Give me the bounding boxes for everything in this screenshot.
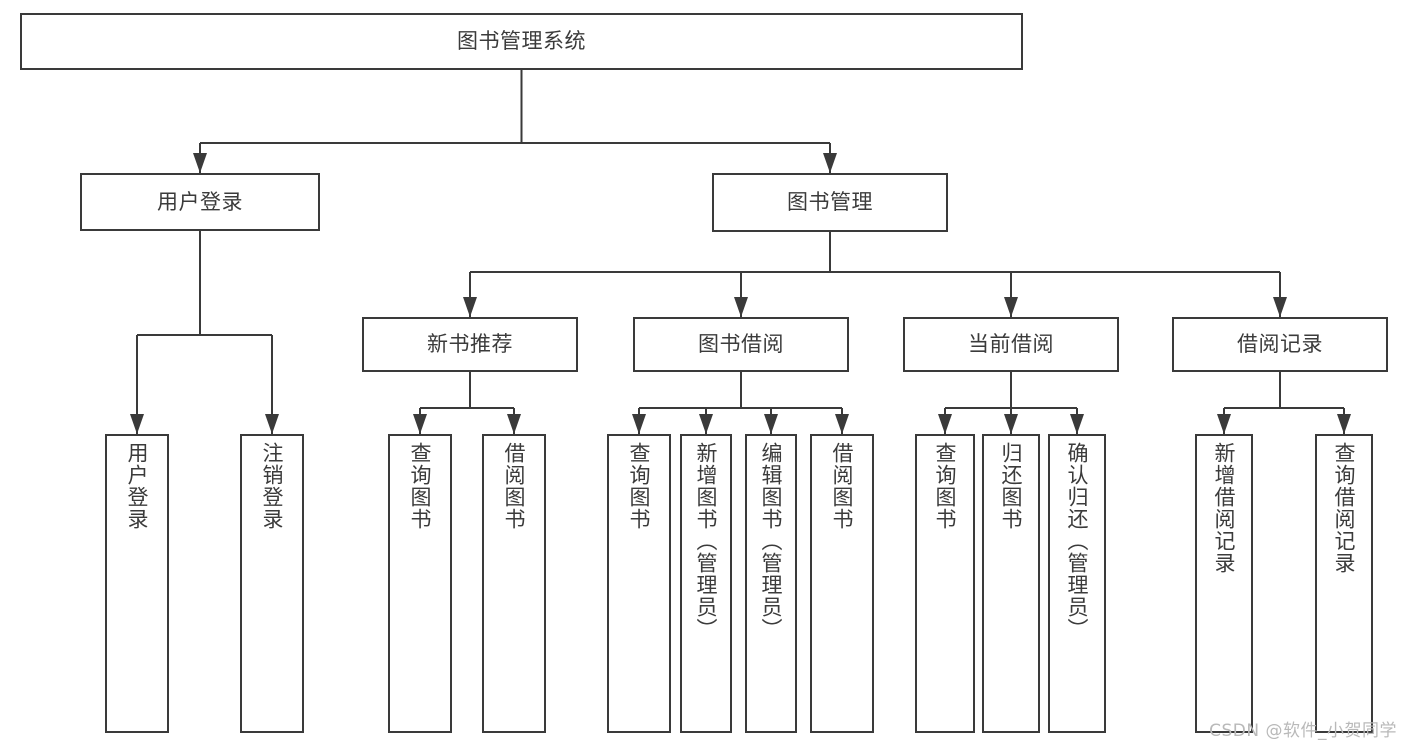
node-label: 借阅图书 (830, 442, 855, 530)
node-label: 新书推荐 (427, 332, 513, 357)
node-book-borrowing[interactable]: 图书借阅 (633, 317, 849, 372)
node-book-management[interactable]: 图书管理 (712, 173, 948, 232)
node-borrowing-record[interactable]: 借阅记录 (1172, 317, 1388, 372)
leaf-query-borrowing-record[interactable]: 查询借阅记录 (1315, 434, 1373, 733)
node-label: 注销登录 (260, 442, 285, 530)
node-label: 图书借阅 (698, 332, 784, 357)
leaf-query-book-current[interactable]: 查询图书 (915, 434, 975, 733)
node-label: 当前借阅 (968, 332, 1054, 357)
node-label: 新增借阅记录 (1212, 442, 1237, 574)
node-label: 编辑图书（管理员） (759, 442, 784, 640)
node-label: 借阅记录 (1237, 332, 1323, 357)
leaf-add-book-admin[interactable]: 新增图书（管理员） (680, 434, 732, 733)
node-current-borrowing[interactable]: 当前借阅 (903, 317, 1119, 372)
leaf-confirm-return-admin[interactable]: 确认归还（管理员） (1048, 434, 1106, 733)
leaf-edit-book-admin[interactable]: 编辑图书（管理员） (745, 434, 797, 733)
node-label: 图书管理 (787, 190, 873, 215)
leaf-logout[interactable]: 注销登录 (240, 434, 304, 733)
node-label: 查询图书 (627, 442, 652, 530)
node-label: 用户登录 (125, 442, 150, 530)
node-user-login[interactable]: 用户登录 (80, 173, 320, 231)
leaf-borrow-book-recommendation[interactable]: 借阅图书 (482, 434, 546, 733)
node-label: 用户登录 (157, 189, 243, 214)
node-label: 查询图书 (933, 442, 958, 530)
node-label: 借阅图书 (502, 442, 527, 530)
leaf-user-login[interactable]: 用户登录 (105, 434, 169, 733)
node-new-book-recommendation[interactable]: 新书推荐 (362, 317, 578, 372)
node-root-system[interactable]: 图书管理系统 (20, 13, 1023, 70)
leaf-add-borrowing-record[interactable]: 新增借阅记录 (1195, 434, 1253, 733)
node-label: 查询图书 (408, 442, 433, 530)
node-label: 图书管理系统 (457, 29, 586, 54)
leaf-return-book[interactable]: 归还图书 (982, 434, 1040, 733)
leaf-query-book-borrowing[interactable]: 查询图书 (607, 434, 671, 733)
watermark: CSDN @软件_小贺同学 (1209, 721, 1397, 741)
node-label: 新增图书（管理员） (694, 442, 719, 640)
node-label: 确认归还（管理员） (1065, 442, 1090, 640)
leaf-borrow-book-borrowing[interactable]: 借阅图书 (810, 434, 874, 733)
leaf-query-book-recommendation[interactable]: 查询图书 (388, 434, 452, 733)
node-label: 查询借阅记录 (1332, 442, 1357, 574)
node-label: 归还图书 (999, 442, 1024, 530)
